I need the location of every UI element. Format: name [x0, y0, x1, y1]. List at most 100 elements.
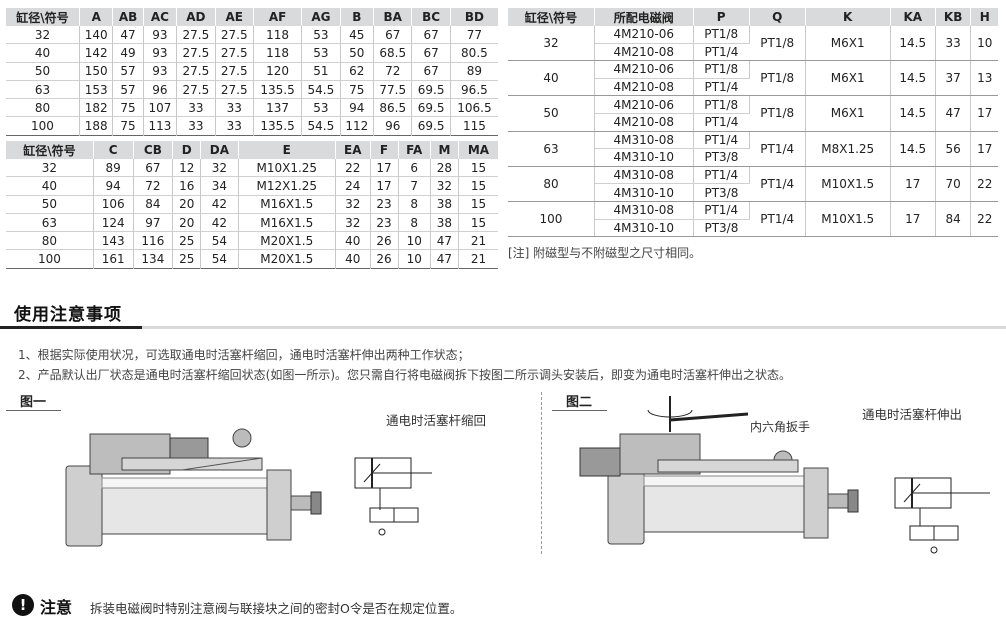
bore-cell: 63	[508, 131, 595, 167]
table-cell: M20X1.5	[238, 249, 337, 269]
table-cell: 80	[6, 231, 94, 250]
section-title: 使用注意事项	[14, 305, 122, 325]
kb-cell: 47	[935, 95, 972, 132]
table-cell: 153	[79, 80, 114, 99]
table-cell: 40	[335, 231, 371, 250]
table-cell: 134	[133, 249, 174, 269]
table-cell: 32	[200, 159, 239, 177]
table-cell: 22	[335, 159, 371, 177]
table-cell: 94	[340, 98, 375, 117]
table-cell: 80.5	[461, 45, 488, 60]
table-cell: 20	[172, 195, 202, 214]
table-cell: 69.5	[411, 80, 451, 99]
table-cell: 10	[398, 231, 431, 250]
figure-1-label: 图一	[20, 395, 47, 410]
figure-1-caption: 通电时活塞杆缩回	[386, 413, 487, 428]
table-cell: 38	[430, 213, 459, 232]
table-cell: 53	[301, 43, 341, 63]
section-divider	[0, 326, 1006, 329]
table-cell: 118	[253, 43, 303, 63]
ka-cell: 14.5	[890, 60, 936, 97]
valve-model-cell: 4M210-06	[594, 60, 694, 79]
valve-model-cell: 4M310-08	[594, 166, 694, 185]
table-cell: 77	[466, 27, 483, 42]
table-cell: 57	[112, 80, 144, 99]
valve-model-cell: 4M310-08	[594, 131, 694, 150]
h-cell: 10	[970, 26, 998, 62]
table-cell: 38	[430, 195, 459, 214]
table-cell: 27.5	[176, 62, 216, 81]
table-cell: 27.5	[215, 43, 254, 63]
column-header: Q	[749, 8, 806, 26]
column-header: 缸径\符号	[508, 8, 595, 26]
column-header: FA	[398, 141, 431, 159]
port-cell: PT1/4	[693, 166, 750, 185]
table-cell: 67	[133, 159, 174, 177]
table-cell: 21	[470, 252, 487, 267]
table-cell: 161	[93, 249, 134, 269]
table-cell: 69.5	[411, 98, 451, 117]
table-cell: 68.5	[373, 43, 413, 63]
port-cell: PT1/4	[693, 201, 750, 220]
table-cell: M10X1.25	[238, 159, 337, 177]
table-cell: 27.5	[215, 62, 254, 81]
table-cell: 27.5	[215, 26, 254, 44]
table-cell: 89	[93, 159, 134, 177]
table-cell: 17	[370, 159, 399, 177]
q-cell: PT1/4	[749, 166, 806, 202]
h-cell: 22	[970, 201, 998, 238]
table-cell: M20X1.5	[238, 231, 337, 250]
port-cell: PT1/4	[693, 131, 750, 150]
h-cell: 13	[970, 60, 998, 97]
port-cell: PT1/8	[693, 95, 750, 114]
column-header: 所配电磁阀	[594, 8, 694, 26]
column-header: AG	[301, 8, 341, 26]
table-cell: 8	[398, 213, 431, 232]
ka-cell: 14.5	[890, 95, 936, 132]
table-cell: 45	[340, 26, 375, 44]
table-cell: 17	[370, 176, 399, 196]
table-cell: 7	[398, 176, 431, 196]
table-cell: 72	[373, 62, 413, 81]
table-cell: 49	[112, 43, 144, 63]
table-cell: 27.5	[176, 26, 216, 44]
table-cell: 182	[79, 98, 114, 117]
table-cell: 15	[470, 197, 487, 212]
kb-cell: 33	[935, 26, 972, 62]
table-cell: 8	[398, 195, 431, 214]
ka-cell: 17	[890, 201, 936, 238]
table-cell: 100	[6, 116, 80, 136]
table-cell: 72	[133, 176, 174, 196]
valve-model-cell: 4M210-08	[594, 43, 694, 62]
column-header: M	[430, 141, 459, 159]
table-cell: 15	[470, 160, 487, 175]
column-header: EA	[335, 141, 371, 159]
table-cell: 15	[470, 178, 487, 193]
table-cell: 40	[6, 176, 94, 196]
table-cell: 54.5	[301, 80, 341, 99]
table-cell: 89	[466, 64, 483, 79]
table-cell: 94	[93, 176, 134, 196]
table-cell: 32	[430, 176, 459, 196]
valve-model-cell: 4M210-08	[594, 113, 694, 132]
column-header: MA	[458, 141, 498, 159]
table-cell: 33	[176, 116, 216, 136]
cylinder-extended-illustration	[579, 396, 859, 545]
table-cell: 106.5	[457, 100, 492, 115]
bore-cell: 80	[508, 166, 595, 202]
column-header: AB	[112, 8, 144, 26]
table-cell: 54	[200, 231, 239, 250]
column-header: C	[93, 141, 134, 159]
